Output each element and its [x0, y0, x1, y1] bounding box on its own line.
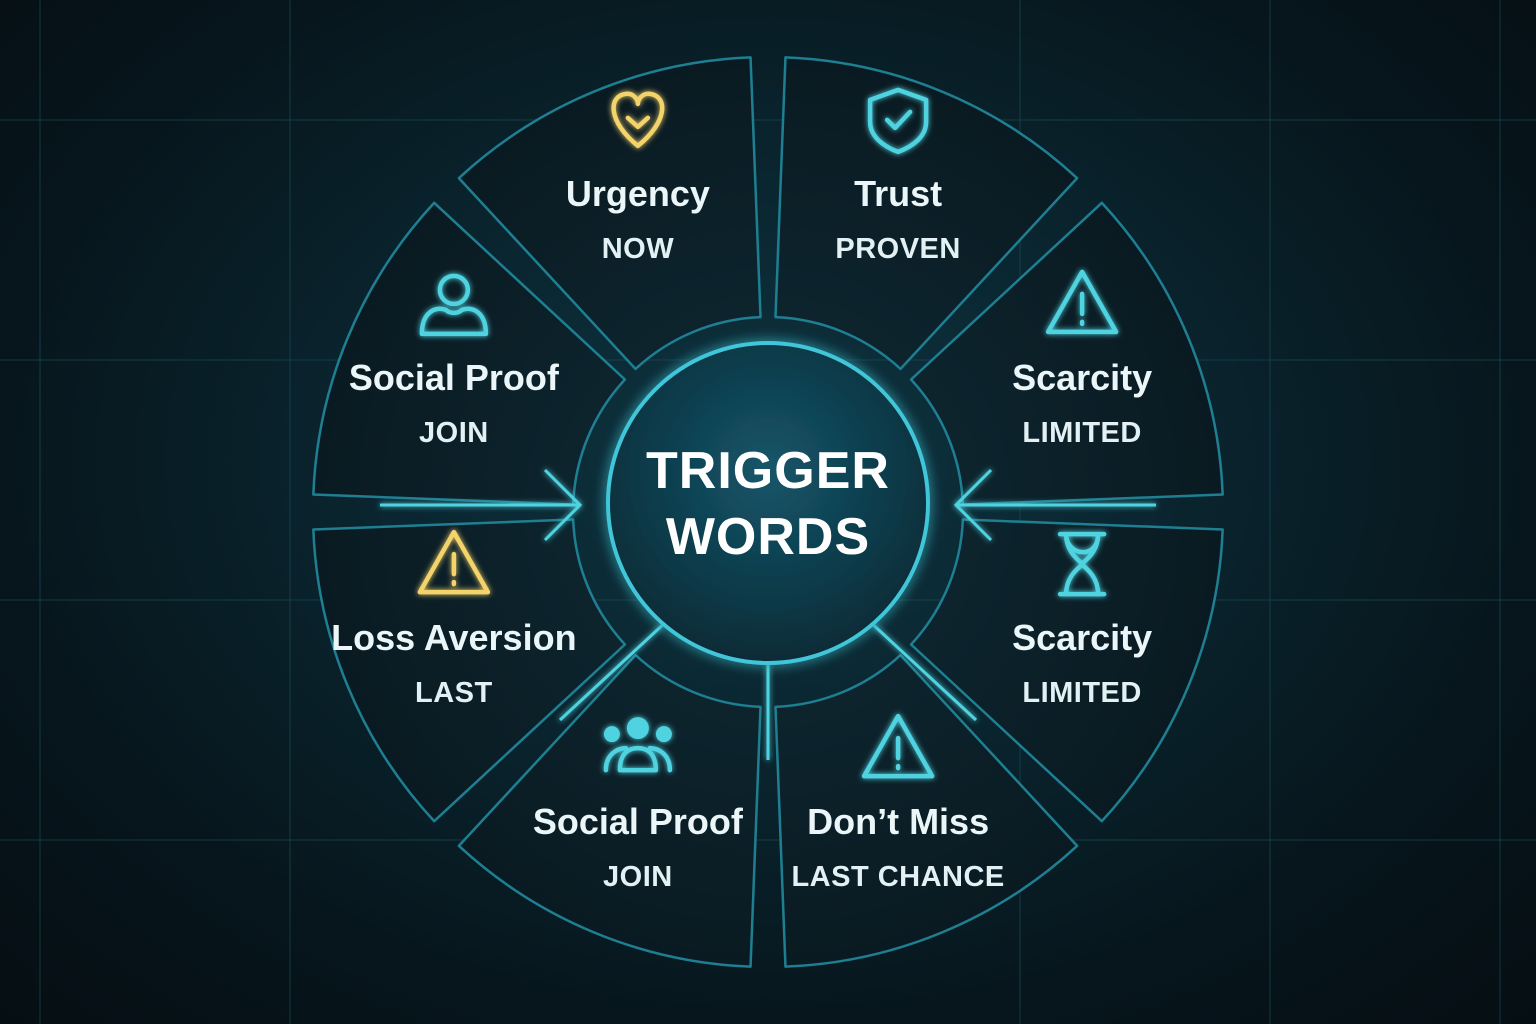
segment-trigger-word: LIMITED — [1022, 677, 1142, 709]
segment-shape — [774, 653, 1079, 968]
bottom-right-connector — [866, 618, 978, 722]
segment-title: Scarcity — [1012, 357, 1152, 398]
hourglass-icon — [1057, 531, 1107, 597]
segment-trigger-word: LAST — [415, 677, 493, 709]
left-arrow — [380, 468, 583, 542]
segment-shape — [909, 518, 1224, 823]
center-title-line2: WORDS — [666, 508, 870, 566]
warning-icon — [1045, 269, 1119, 335]
segment-shape — [457, 653, 762, 968]
segment-trigger-word: LIMITED — [1022, 417, 1142, 449]
segment-trigger-word: JOIN — [419, 417, 489, 449]
segment-shape — [909, 201, 1224, 506]
segment-trigger-word: LAST CHANCE — [791, 861, 1004, 893]
segment-shape — [312, 518, 627, 823]
warning-icon — [417, 529, 491, 595]
segment-title: Trust — [854, 173, 942, 214]
segment-title: Social Proof — [533, 801, 744, 842]
group-icon — [603, 717, 673, 773]
segment-title: Scarcity — [1012, 617, 1152, 658]
segment-title: Social Proof — [349, 357, 560, 398]
segment-shape — [774, 56, 1079, 371]
segment-ring: UrgencyNOWTrustPROVENScarcityLIMITEDScar… — [312, 56, 1224, 968]
segment-title: Loss Aversion — [331, 617, 576, 658]
connector-arrows — [380, 468, 1156, 760]
shield-check-icon — [867, 87, 929, 155]
center-hub: TRIGGER WORDS — [606, 341, 930, 665]
segment-title: Don’t Miss — [807, 801, 989, 842]
right-arrow — [953, 468, 1156, 542]
center-circle — [606, 341, 930, 665]
segment-trigger-word: NOW — [602, 233, 675, 265]
heart-icon — [611, 91, 665, 149]
center-title-line1: TRIGGER — [646, 442, 890, 500]
segment-shape — [312, 201, 627, 506]
segment-shape — [457, 56, 762, 371]
bottom-left-connector — [558, 618, 670, 722]
user-icon — [419, 273, 489, 337]
warning-icon — [861, 713, 935, 779]
segment-trigger-word: PROVEN — [835, 233, 960, 265]
segment-trigger-word: JOIN — [603, 861, 673, 893]
segment-title: Urgency — [566, 173, 710, 214]
